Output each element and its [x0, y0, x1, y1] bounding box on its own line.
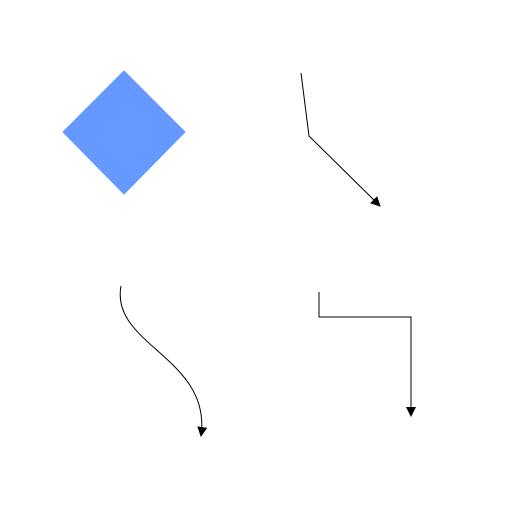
diamond-shape[interactable] — [62, 70, 186, 195]
orthogonal-arrow-connector[interactable] — [318, 292, 416, 417]
curved-arrow-connector[interactable] — [119, 285, 208, 437]
polyline-arrow-connector[interactable] — [300, 72, 381, 207]
